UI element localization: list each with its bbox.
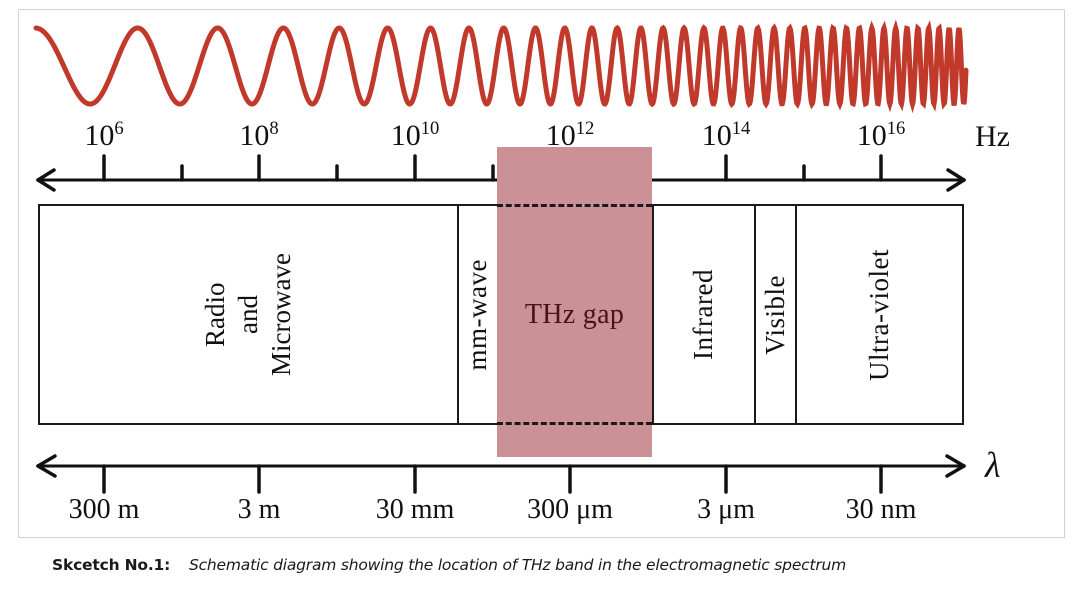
caption-text: Schematic diagram showing the location o… <box>188 556 847 574</box>
band-label-visible: Visible <box>759 274 790 355</box>
thz-gap-dashed-bottom <box>497 422 652 425</box>
thz-gap-dashed-top <box>497 204 652 207</box>
caption-prefix: Skcetch No.1: <box>52 556 171 574</box>
frequency-tick-label-4: 1014 <box>701 118 751 152</box>
chirp-waveform <box>18 9 1065 114</box>
band-label-ultra-violet: Ultra-violet <box>863 248 894 381</box>
band-ultra-violet[interactable]: Ultra-violet <box>795 206 962 423</box>
band-label-radio-and-microwave: Radio and Microwave <box>200 253 296 376</box>
band-visible[interactable]: Visible <box>754 206 795 423</box>
frequency-tick-label-0: 106 <box>84 118 124 152</box>
frequency-unit-label: Hz <box>975 120 1010 153</box>
wavelength-tick-label-0: 300 m <box>68 494 140 525</box>
wavelength-tick-label-3: 300 μm <box>527 494 613 525</box>
thz-gap-label: THz gap <box>524 298 625 330</box>
frequency-tick-label-2: 1010 <box>390 118 440 152</box>
frequency-axis: 106 108 1010 1012 1014 1016 Hz <box>0 112 1083 192</box>
wavelength-tick-label-2: 30 mm <box>375 494 455 525</box>
thz-gap-highlight <box>497 147 652 457</box>
wavelength-axis: 300 m 3 m 30 mm 300 μm 3 μm 30 nm λ <box>0 445 1083 540</box>
band-infrared[interactable]: Infrared <box>652 206 754 423</box>
wavelength-tick-label-5: 30 nm <box>845 494 917 525</box>
band-mm-wave[interactable]: mm-wave <box>457 206 497 423</box>
chirp-waveform-svg <box>33 19 969 114</box>
frequency-tick-label-1: 108 <box>239 118 279 152</box>
wavelength-tick-label-4: 3 μm <box>697 494 755 525</box>
band-radio-and-microwave[interactable]: Radio and Microwave <box>40 206 457 423</box>
wavelength-unit-label: λ <box>985 445 1001 485</box>
figure-caption: Skcetch No.1: Schematic diagram showing … <box>52 556 1052 574</box>
wavelength-axis-svg <box>36 454 966 494</box>
frequency-tick-label-5: 1016 <box>856 118 906 152</box>
frequency-tick-label-3: 1012 <box>545 118 595 152</box>
band-label-mm-wave: mm-wave <box>462 258 493 371</box>
wavelength-tick-label-1: 3 m <box>237 494 281 525</box>
band-label-infrared: Infrared <box>688 269 719 360</box>
